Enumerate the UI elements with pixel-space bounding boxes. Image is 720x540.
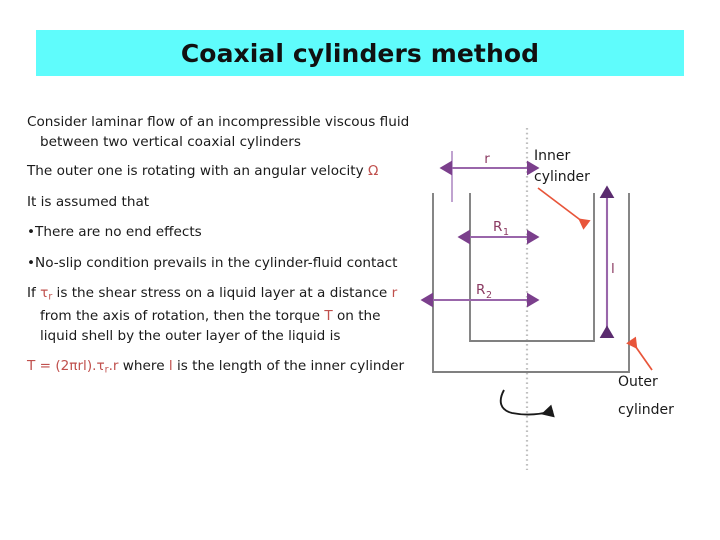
inner-cylinder-callout-arrow — [537, 187, 591, 230]
paragraph-shear-seg1: If — [27, 285, 41, 301]
rotation-arrow-icon — [499, 389, 555, 418]
paragraph-shear-line3: liquid shell by the outer layer of the l… — [40, 327, 341, 344]
paragraph-shear-line2b: on the — [332, 308, 381, 325]
page-title: Coaxial cylinders method — [180, 38, 540, 68]
paragraph-rotation-text: The outer one is rotating with an angula… — [27, 163, 368, 179]
outer-cylinder-label-line1: Outer — [618, 374, 658, 390]
inner-cylinder-shape — [469, 193, 595, 342]
bullet-no-end-effects-text: There are no end effects — [35, 224, 202, 240]
bullet-marker: • — [27, 224, 36, 240]
formula-main: T = (2πrl).τ — [27, 358, 105, 375]
formula-seg-plain2: is the length of the inner — [172, 358, 346, 375]
R2-dimension-label: R — [476, 282, 485, 298]
bullet-no-slip-line1: No-slip condition prevails in the cylind… — [35, 254, 343, 271]
outer-cylinder-label-line2: cylinder — [618, 402, 674, 418]
paragraph-shear-stress: If τr is the shear stress on a liquid la… — [27, 284, 419, 346]
paragraph-formula: T = (2πrl).τr.r where l is the length of… — [27, 357, 419, 380]
tau-symbol: τ — [40, 285, 49, 301]
R1-dimension-label: R — [493, 219, 502, 235]
r-symbol: r — [391, 285, 398, 301]
outer-cylinder-shape — [432, 193, 630, 373]
inner-cylinder-label-line1: Inner — [534, 148, 570, 164]
bullet-marker: • — [27, 254, 36, 271]
paragraph-intro-line2: fluid between two vertical coaxial cylin… — [40, 114, 410, 150]
formula-seg-plain1: where — [118, 358, 169, 375]
R2-dimension-subscript: 2 — [486, 290, 492, 301]
R1-dimension-subscript: 1 — [503, 227, 509, 238]
paragraph-shear-line2a: from the axis of rotation, then the torq… — [40, 308, 325, 325]
outer-cylinder-callout-arrow — [626, 336, 653, 371]
bullet-no-slip: •No-slip condition prevails in the cylin… — [27, 254, 419, 274]
r-dimension-label: r — [484, 151, 490, 167]
omega-symbol: Ω — [367, 163, 379, 179]
body-text-column: Consider laminar flow of an incompressib… — [27, 113, 419, 390]
paragraph-intro-line1: Consider laminar flow of an incompressib… — [27, 114, 376, 130]
inner-cylinder-label-line2: cylinder — [534, 169, 590, 185]
l-dimension-label: l — [611, 261, 615, 277]
title-banner: Coaxial cylinders method — [36, 30, 684, 76]
paragraph-shear-seg2: is the shear stress on a liquid layer at… — [52, 285, 392, 301]
bullet-no-end-effects: •There are no end effects — [27, 223, 419, 243]
length-symbol: l — [168, 358, 173, 375]
tau-subscript: r — [48, 291, 53, 303]
formula-tail: .r — [108, 358, 119, 375]
paragraph-assumed: It is assumed that — [27, 193, 419, 213]
torque-symbol: T — [324, 308, 333, 325]
formula-subscript: r — [104, 364, 109, 376]
bullet-no-slip-line2: contact — [346, 254, 398, 271]
paragraph-assumed-text: It is assumed that — [27, 193, 150, 210]
formula-line2: cylinder — [349, 358, 405, 375]
paragraph-intro: Consider laminar flow of an incompressib… — [27, 113, 419, 152]
coaxial-cylinders-diagram: r R 1 R 2 l Inner cylinder Outer cylinde… — [420, 118, 720, 488]
paragraph-rotation: The outer one is rotating with an angula… — [27, 162, 419, 182]
